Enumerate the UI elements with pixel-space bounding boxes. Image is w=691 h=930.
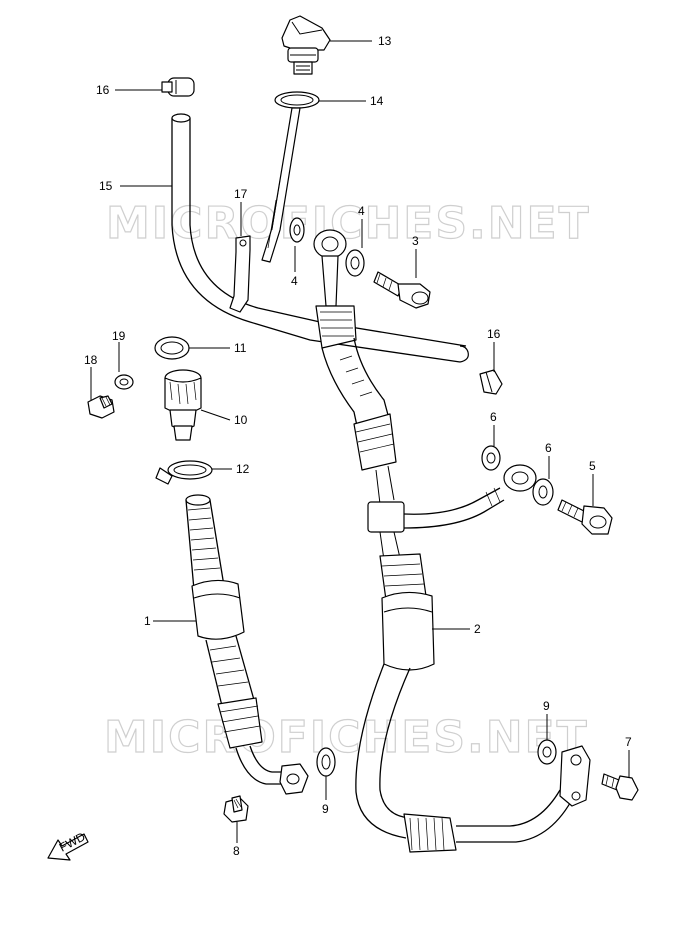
part-16-clip-right (479, 369, 503, 395)
part-5-union-bolt (557, 499, 613, 535)
callout-13: 13 (378, 34, 392, 48)
fwd-arrow-icon: FWD (47, 829, 89, 861)
part-18-plug (87, 395, 115, 419)
callout-16-top: 16 (96, 83, 110, 97)
callout-5: 5 (589, 459, 596, 473)
callout-12: 12 (236, 462, 250, 476)
part-16-clip-top (161, 77, 195, 97)
leader-lines (90, 40, 630, 843)
part-4-washer-a (289, 217, 305, 243)
watermark-bottom: MICROFICHES.NET (104, 712, 589, 763)
callout-19: 19 (112, 329, 126, 343)
callout-10: 10 (234, 413, 248, 427)
part-11-o-ring (154, 336, 190, 360)
part-6-washer-b (532, 478, 554, 506)
part-9-washer-a (316, 747, 336, 777)
callout-4-right: 4 (358, 204, 365, 218)
part-2-oil-hose (313, 229, 591, 853)
part-3-union-bolt (373, 271, 431, 309)
callout-1: 1 (144, 614, 151, 628)
part-1-oil-hose (185, 494, 309, 795)
part-13-filler-cap (281, 15, 331, 75)
callout-6-left: 6 (490, 410, 497, 424)
callout-9-left: 9 (322, 802, 329, 816)
callout-labels: 13 16 14 15 17 4 4 3 19 11 16 18 10 6 6 … (84, 34, 632, 858)
part-17-bracket (229, 235, 251, 313)
callout-16-right: 16 (487, 327, 501, 341)
callout-8: 8 (233, 844, 240, 858)
part-14-o-ring (274, 91, 320, 109)
watermark-top: MICROFICHES.NET (106, 198, 591, 249)
part-15-breather-hose (171, 113, 469, 363)
callout-4-left: 4 (291, 274, 298, 288)
part-10-pressure-switch (164, 369, 202, 441)
callout-18: 18 (84, 353, 98, 367)
part-9-washer-b (537, 739, 557, 765)
callout-14: 14 (370, 94, 384, 108)
part-8-bolt (223, 795, 249, 823)
callout-17: 17 (234, 187, 248, 201)
part-4-washer-b (345, 249, 365, 277)
part-6-washer-a (481, 445, 501, 471)
part-7-bolt (601, 773, 639, 801)
part-12-hose-clamp (155, 460, 213, 485)
callout-2: 2 (474, 622, 481, 636)
callout-7: 7 (625, 735, 632, 749)
callout-15: 15 (99, 179, 113, 193)
callout-11: 11 (234, 341, 247, 355)
callout-3: 3 (412, 234, 419, 248)
part-19-o-ring (114, 374, 134, 390)
callout-9-right: 9 (543, 699, 550, 713)
dipstick (261, 107, 301, 263)
callout-6-right: 6 (545, 441, 552, 455)
